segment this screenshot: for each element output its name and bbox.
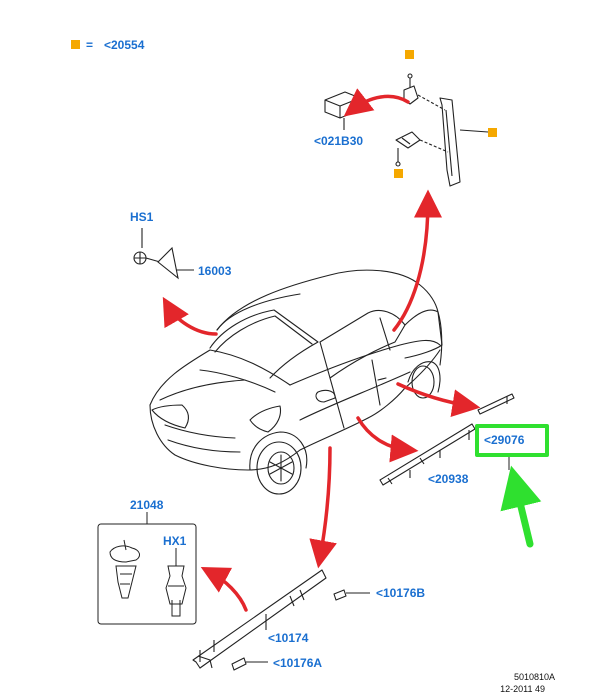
label-10176b: <10176B [376,586,426,600]
red-arrows [162,88,481,612]
legend-symbol: = [86,38,94,52]
highlight-box [475,424,549,457]
pillar-assembly [324,73,489,187]
legend-text: <20554 [104,38,145,52]
legend-marker [71,40,80,49]
label-21048: 21048 [130,498,164,512]
car-illustration [149,269,443,495]
marker-square [488,128,497,137]
fastener-box [97,512,197,625]
marker-square [405,50,414,59]
label-16003: 16003 [198,264,232,278]
label-021B30: <021B30 [314,134,364,148]
reference-code: 5010810A [513,672,555,682]
green-pointer-arrow [500,465,542,548]
side-mouldings [192,393,515,671]
label-10176a: <10176A [273,656,323,670]
reference-date: 12-2011 49 [500,684,545,694]
marker-square [394,169,403,178]
label-20938: <20938 [428,472,469,486]
label-hs1: HS1 [130,210,154,224]
label-29076: <29076 [484,433,525,447]
label-10174: <10174 [268,631,309,645]
label-hx1: HX1 [163,534,187,548]
mirror-trim-assembly [133,228,194,280]
